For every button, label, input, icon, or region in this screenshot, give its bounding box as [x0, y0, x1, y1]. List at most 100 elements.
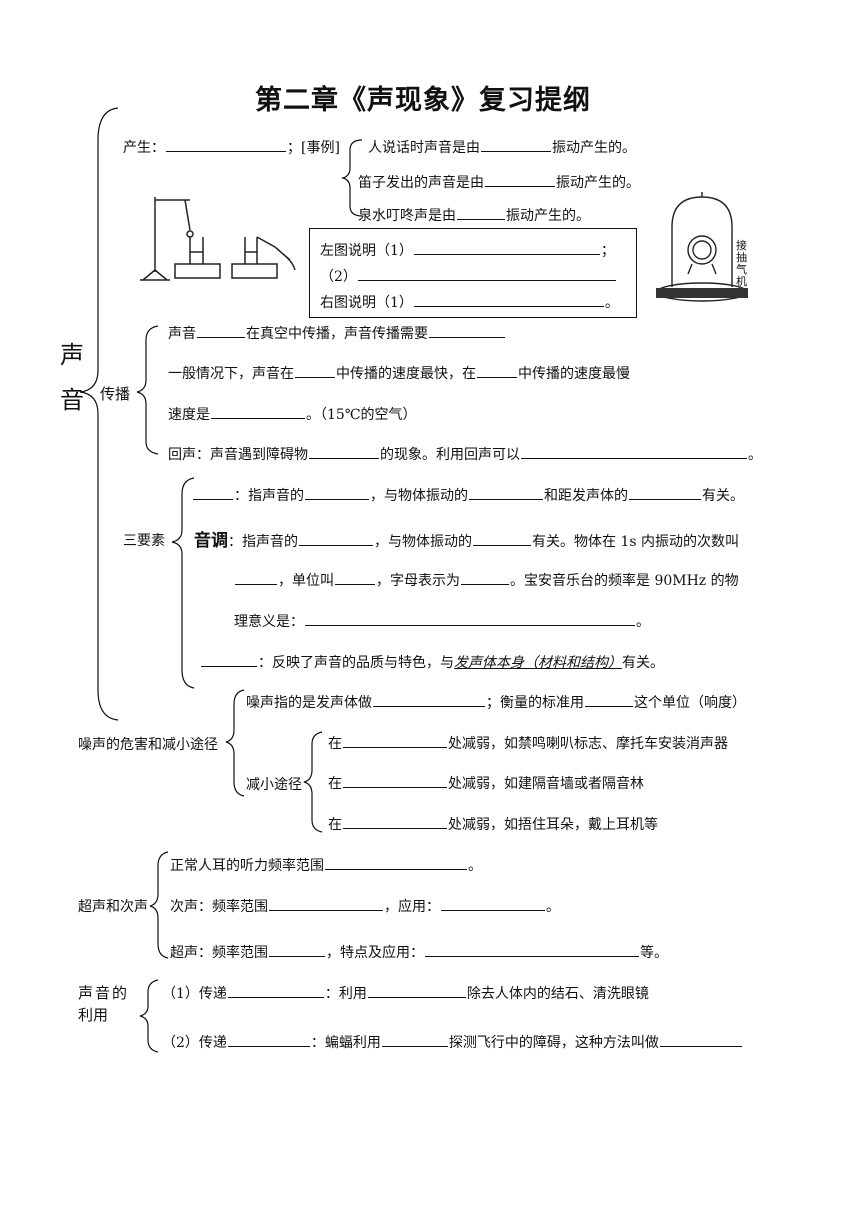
- box-line-3: 右图说明（1）。: [320, 292, 619, 312]
- blank[interactable]: [309, 446, 379, 459]
- text: 速度是: [168, 407, 210, 423]
- text: ：指声音的: [228, 534, 298, 550]
- text: 在: [328, 776, 342, 792]
- loudness-line: ：指声音的，与物体振动的和距发声体的有关。: [192, 485, 744, 505]
- blank[interactable]: [166, 139, 286, 152]
- pitch-term: 音调: [194, 531, 228, 551]
- text: 回声：声音遇到障碍物: [168, 447, 308, 463]
- blank[interactable]: [325, 857, 467, 870]
- use-line-2: （2）传递 ：蝙蝠利用 探测飞行中的障碍，这种方法叫做: [162, 1032, 743, 1052]
- text: ；衡量的标准用: [486, 695, 584, 711]
- text: 处减弱，如捂住耳朵，戴上耳机等: [448, 817, 658, 833]
- blank[interactable]: [343, 816, 447, 829]
- blank[interactable]: [227, 1034, 310, 1047]
- propagation-line-3: 速度是。（15℃的空气）: [168, 404, 416, 424]
- text: （1）传递: [162, 986, 227, 1002]
- blank[interactable]: [299, 533, 373, 546]
- text: 中传播的速度最慢: [518, 366, 630, 382]
- reduce-line-3: 在处减弱，如捂住耳朵，戴上耳机等: [328, 814, 658, 834]
- text: 有关。物体在 1s 内振动的次数叫: [532, 534, 739, 550]
- box-line-1: 左图说明（1）；: [320, 240, 615, 260]
- blank[interactable]: [457, 207, 505, 220]
- blank[interactable]: [269, 944, 325, 957]
- blank[interactable]: [193, 487, 233, 500]
- blank[interactable]: [305, 613, 635, 626]
- blank[interactable]: [357, 268, 616, 281]
- bell-jar-illustration: [656, 192, 748, 302]
- noise-label: 噪声的危害和减小途径: [78, 737, 218, 753]
- reduce-label: 减小途径: [246, 777, 302, 793]
- blank[interactable]: [227, 985, 324, 998]
- blank[interactable]: [429, 325, 505, 338]
- blank[interactable]: [477, 365, 517, 378]
- three-elements-label: 三要素: [123, 533, 165, 549]
- blank[interactable]: [367, 985, 466, 998]
- tuning-fork-illustration: [140, 197, 296, 281]
- blank[interactable]: [485, 174, 555, 187]
- blank[interactable]: [235, 572, 277, 585]
- text: ，应用：: [384, 899, 440, 915]
- blank[interactable]: [335, 572, 375, 585]
- text: （2）传递: [162, 1035, 227, 1051]
- blank[interactable]: [305, 487, 369, 500]
- text: ：蝙蝠利用: [310, 1035, 381, 1051]
- blank[interactable]: [413, 242, 600, 255]
- ultra-line-3: 超声：频率范围，特点及应用：等。: [170, 942, 668, 962]
- root-char-1: 声: [60, 341, 84, 369]
- blank[interactable]: [521, 446, 747, 459]
- box-line-2-label: （2）: [320, 269, 357, 285]
- propagation-line-2: 一般情况下，声音在中传播的速度最快，在中传播的速度最慢: [168, 363, 630, 383]
- example-2-pre: 笛子发出的声音是由: [358, 175, 484, 191]
- blank[interactable]: [659, 1034, 742, 1047]
- box-line-3-end: 。: [604, 295, 619, 311]
- reduce-line-1: 在处减弱，如禁鸣喇叭标志、摩托车安装消声器: [328, 733, 728, 753]
- pitch-line-3: 理意义是：。: [234, 611, 650, 631]
- blank[interactable]: [473, 533, 531, 546]
- blank[interactable]: [269, 898, 383, 911]
- page-title: 第二章《声现象》复习提纲: [255, 85, 591, 116]
- text: 。: [748, 447, 762, 463]
- text: 在真空中传播，声音传播需要: [246, 326, 428, 342]
- blank[interactable]: [441, 898, 545, 911]
- blank[interactable]: [295, 365, 335, 378]
- blank[interactable]: [197, 325, 245, 338]
- text: 的现象。利用回声可以: [380, 447, 520, 463]
- text: 有关。: [702, 488, 744, 504]
- blank[interactable]: [343, 775, 447, 788]
- example-1: 人说话时声音是由振动产生的。: [368, 137, 636, 157]
- text: ：利用: [324, 986, 367, 1002]
- propagation-line-1: 声音 在真空中传播，声音传播需要: [168, 323, 506, 343]
- blank[interactable]: [343, 735, 447, 748]
- example-3-post: 振动产生的。: [506, 208, 590, 224]
- text: ，特点及应用：: [326, 945, 424, 961]
- propagation-line-4: 回声：声音遇到障碍物 的现象。利用回声可以 。: [168, 444, 762, 464]
- pitch-line: 音调：指声音的，与物体振动的有关。物体在 1s 内振动的次数叫: [194, 526, 739, 551]
- blank[interactable]: [629, 487, 701, 500]
- text: 在: [328, 736, 342, 752]
- example-2-post: 振动产生的。: [556, 175, 640, 191]
- text: 中传播的速度最快，在: [336, 366, 476, 382]
- text: 。: [636, 614, 650, 630]
- blank[interactable]: [211, 406, 305, 419]
- text: ：指声音的: [234, 488, 304, 504]
- text: 声音: [168, 326, 196, 342]
- box-line-2: （2）: [320, 266, 617, 286]
- blank[interactable]: [425, 944, 639, 957]
- text: 探测飞行中的障碍，这种方法叫做: [448, 1035, 659, 1051]
- blank[interactable]: [381, 1034, 448, 1047]
- blank[interactable]: [461, 572, 509, 585]
- blank[interactable]: [481, 139, 551, 152]
- ultra-line-2: 次声：频率范围，应用：。: [170, 896, 560, 916]
- blank[interactable]: [469, 487, 543, 500]
- example-3: 泉水叮咚声是由振动产生的。: [358, 205, 590, 225]
- blank[interactable]: [373, 694, 485, 707]
- use-label-2: 利用: [78, 1006, 109, 1024]
- blank[interactable]: [413, 294, 604, 307]
- blank[interactable]: [201, 654, 257, 667]
- blank[interactable]: [585, 694, 633, 707]
- example-1-post: 振动产生的。: [552, 140, 636, 156]
- ultra-line-1: 正常人耳的听力频率范围。: [170, 855, 482, 875]
- text: 和距发声体的: [544, 488, 628, 504]
- root-char-2: 音: [60, 386, 84, 414]
